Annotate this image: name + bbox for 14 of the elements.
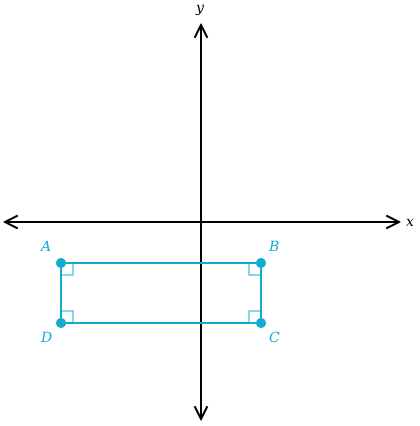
point-label: A xyxy=(41,239,52,255)
rectangle-side xyxy=(66,262,256,264)
point-label: D xyxy=(41,330,52,346)
rectangle-side xyxy=(66,322,256,324)
axis-label: x xyxy=(406,214,414,230)
point-dot xyxy=(56,258,66,268)
point-dot xyxy=(256,318,266,328)
rectangle-side xyxy=(260,268,262,318)
point-label: C xyxy=(269,330,280,346)
point-dot xyxy=(56,318,66,328)
point-dot xyxy=(256,258,266,268)
axis-label: y xyxy=(196,0,204,16)
point-label: B xyxy=(269,239,280,255)
rectangle-side xyxy=(60,268,62,318)
